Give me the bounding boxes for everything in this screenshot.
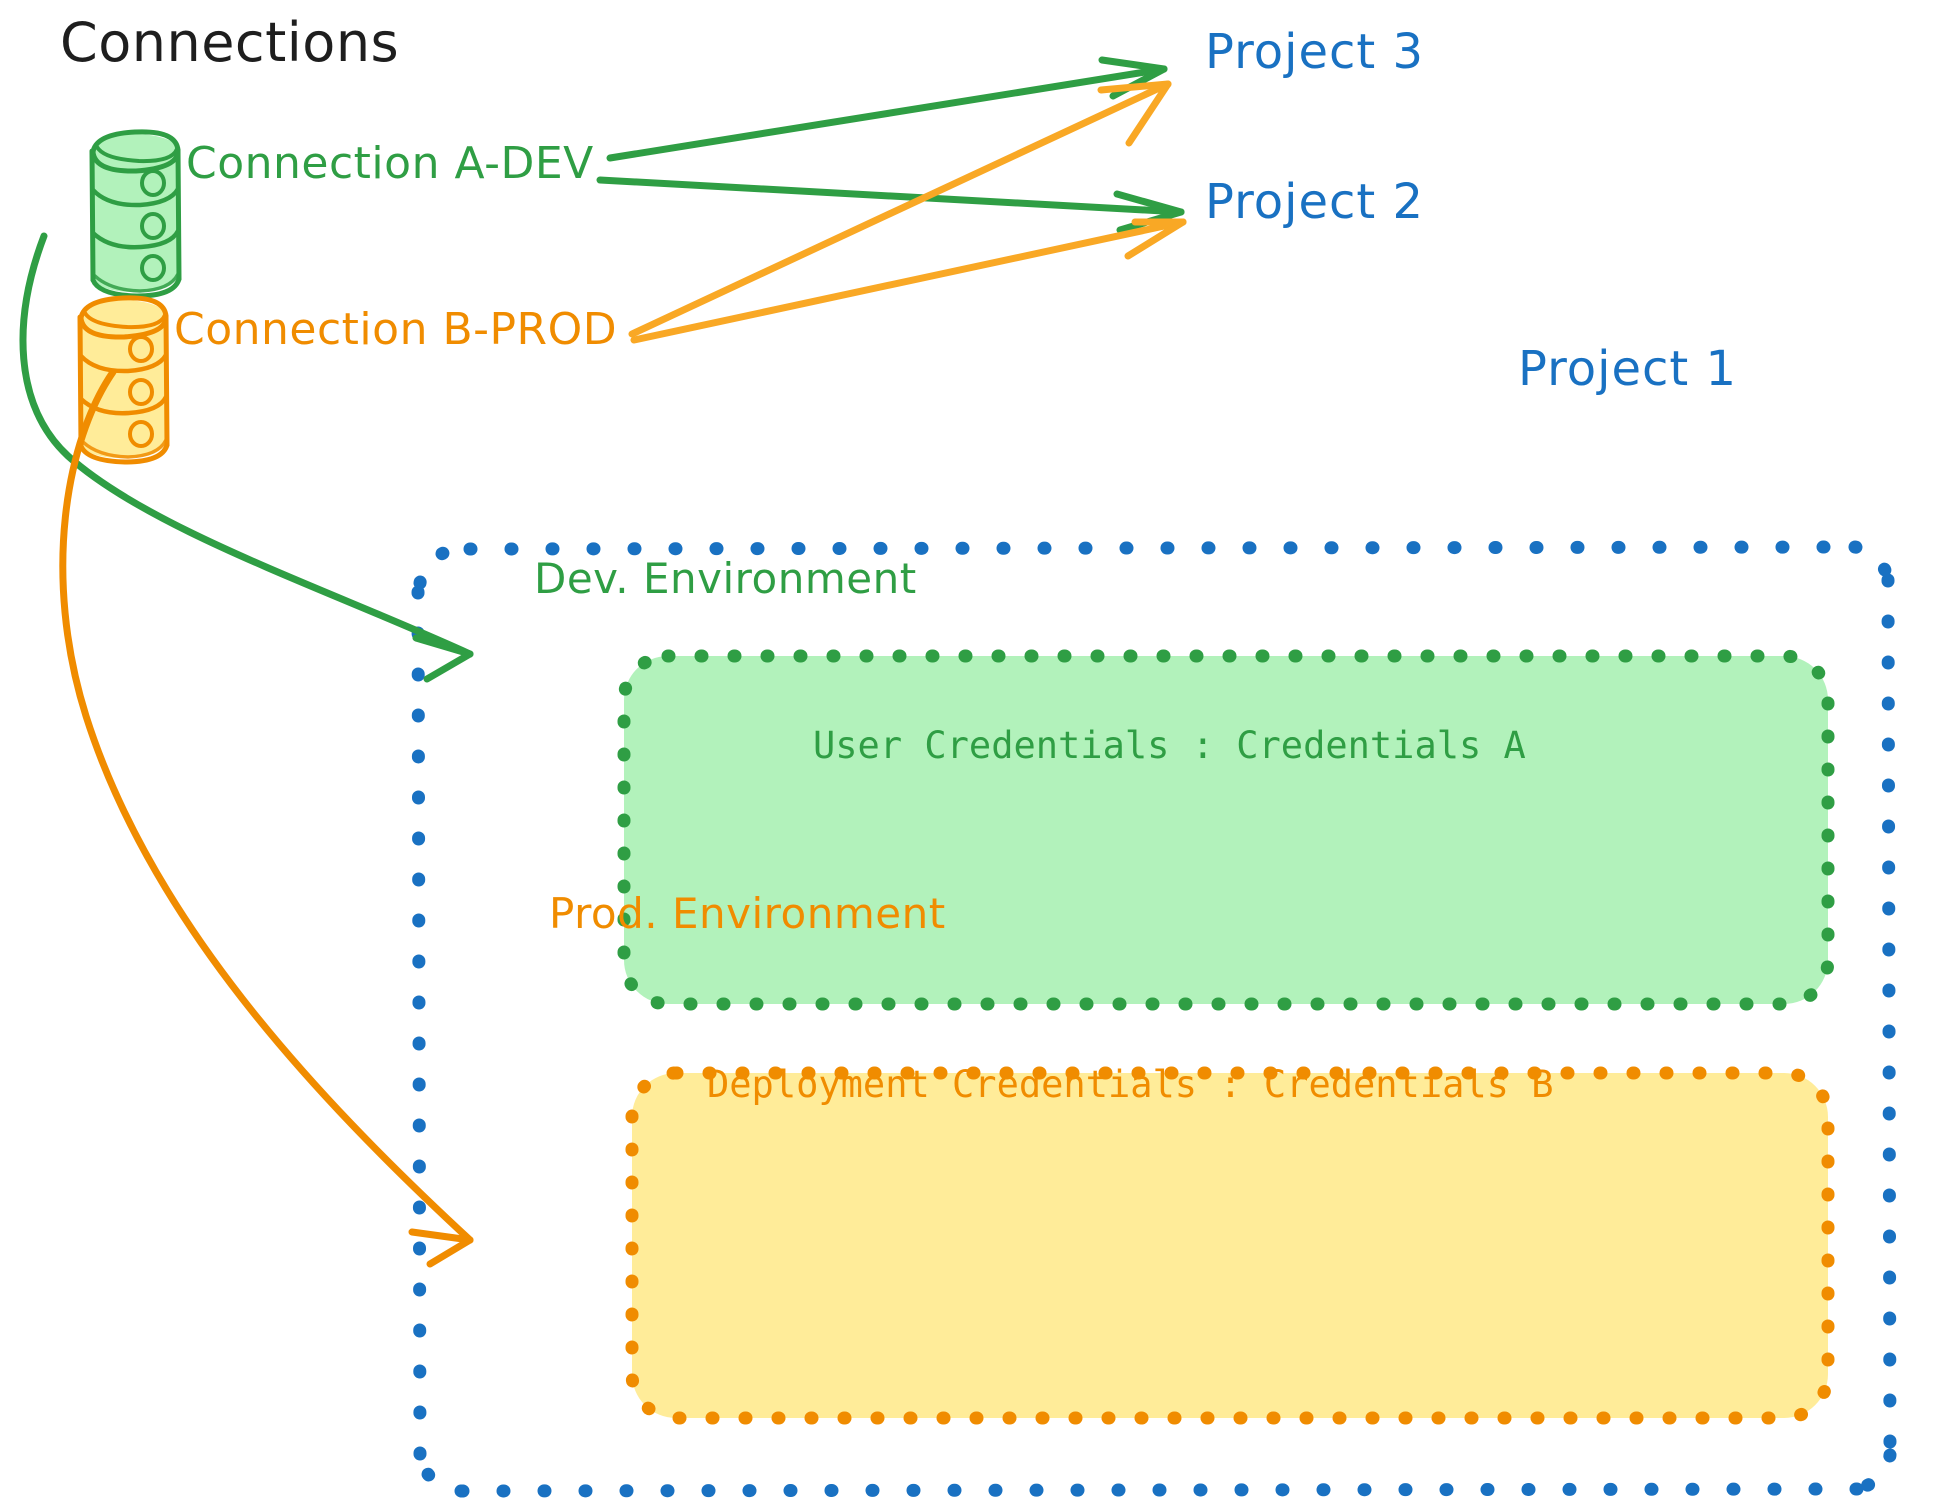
edge-b-prod-to-project-3 — [628, 80, 1172, 338]
edge-b-prod-to-project-2 — [630, 218, 1187, 344]
project-1-label[interactable]: Project 1 — [1518, 341, 1738, 397]
connection-b-prod-label[interactable]: Connection B-PROD — [174, 304, 618, 355]
project-2-label[interactable]: Project 2 — [1205, 174, 1425, 230]
prod-environment-title: Prod. Environment — [549, 889, 946, 938]
page-title: Connections — [60, 11, 400, 74]
edge-a-dev-to-project-2 — [596, 176, 1185, 234]
edge-b-prod-to-prod-environment — [59, 368, 474, 1268]
edge-a-dev-to-project-3 — [606, 56, 1168, 162]
dev-environment-credentials: User Credentials : Credentials A — [813, 724, 1526, 767]
connection-a-dev-label[interactable]: Connection A-DEV — [186, 138, 594, 189]
dev-environment-box[interactable] — [617, 649, 1835, 1011]
database-icon-connection-b-prod[interactable] — [77, 295, 170, 465]
dev-environment-title: Dev. Environment — [534, 554, 917, 603]
edge-a-dev-to-dev-environment — [19, 232, 474, 683]
prod-environment-box[interactable] — [625, 1066, 1835, 1425]
prod-environment-credentials: Deployment Credentials : Credentials B — [707, 1063, 1554, 1106]
database-icon-connection-a-dev[interactable] — [89, 129, 182, 299]
project-3-label[interactable]: Project 3 — [1205, 24, 1425, 80]
project-1-container-border[interactable] — [411, 540, 1897, 1498]
